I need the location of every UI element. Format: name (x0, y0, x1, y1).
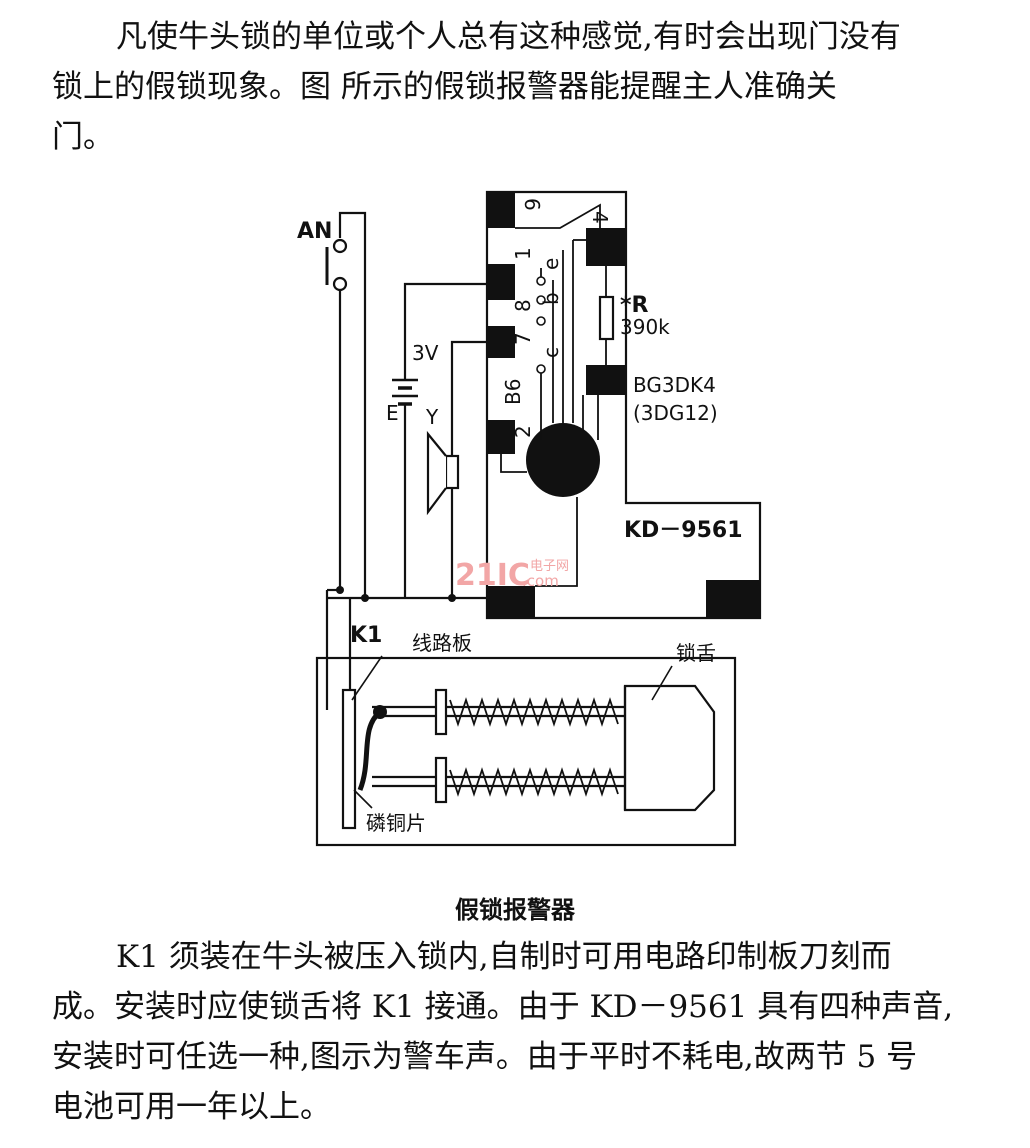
bolt-rods (372, 688, 625, 804)
pad-1 (487, 264, 515, 300)
an-contact-top (332, 238, 348, 254)
pad-r-bottom (586, 365, 626, 395)
resistor-r (598, 295, 615, 341)
label-transistor: BG3DK4 (633, 373, 716, 397)
pin-label-8: 8 (511, 299, 535, 312)
pad-bottom-left (487, 586, 535, 618)
label-phosphor-copper: 磷铜片 (366, 811, 426, 835)
circuit-board-plate (341, 688, 357, 830)
pin-e (536, 276, 546, 286)
speaker-cone (426, 430, 447, 516)
pin-label-c: c (539, 347, 563, 358)
watermark-main: 21IC (455, 558, 530, 593)
pin-label-b: b (539, 292, 563, 305)
pin-label-6: 6 (520, 198, 544, 211)
pin-label-e: e (539, 258, 563, 270)
leader-circuit-board (351, 655, 383, 701)
label-k1: K1 (350, 623, 382, 648)
pin-label-1: 1 (511, 247, 535, 260)
pad-7 (487, 326, 515, 358)
label-resistor: *R (620, 293, 649, 318)
body-line-2: 成。安装时应使锁舌将 K1 接通。由于 KD－9561 具有四种声音, (52, 989, 954, 1025)
ic-chip (526, 423, 600, 497)
pin-c (536, 364, 546, 374)
lock-bolt (623, 684, 716, 812)
label-bolt: 锁舌 (676, 641, 716, 665)
label-circuit-board: 线路板 (412, 631, 472, 655)
pad-bottom-right (706, 580, 760, 618)
lock-housing (315, 656, 737, 847)
body-line-3: 安装时可任选一种,图示为警车声。由于平时不耗电,故两节 5 号 (52, 1039, 918, 1075)
figure-caption: 假锁报警器 (455, 895, 575, 924)
leader-phosphor (353, 789, 373, 809)
label-speaker-y: Y (425, 405, 439, 429)
spring-lower (449, 767, 619, 797)
intro-line-3: 门。 (52, 119, 114, 155)
label-resistor-value: 390k (620, 315, 670, 339)
junction-dots (336, 586, 456, 602)
transistor-pins (536, 276, 546, 374)
pin-label-4: 4 (588, 211, 612, 224)
an-contact-bottom (332, 276, 348, 292)
pad-2 (487, 420, 515, 454)
pad-4 (586, 228, 626, 266)
phosphor-copper-strip (357, 710, 382, 791)
pad-6 (487, 192, 515, 228)
external-wires (325, 211, 487, 710)
label-b6: B6 (501, 379, 525, 405)
board-traces (500, 203, 601, 587)
intro-paragraph: 凡使牛头锁的单位或个人总有这种感觉,有时会出现门没有 锁上的假锁现象。图 所示的… (52, 12, 1002, 162)
label-transistor-alt: (3DG12) (633, 401, 718, 425)
label-battery-voltage: 3V (412, 341, 439, 365)
body-line-1: K1 须装在牛头被压入锁内,自制时可用电路印制板刀刻而 (116, 939, 892, 975)
watermark-com: .com (522, 572, 559, 590)
pin-b (536, 295, 546, 305)
intro-line-1: 凡使牛头锁的单位或个人总有这种感觉,有时会出现门没有 (116, 19, 901, 55)
label-an: AN (297, 219, 332, 244)
board-pads (487, 192, 760, 618)
watermark-logo: 21IC 电子网 .com (455, 558, 569, 593)
label-ic-name: KD－9561 (624, 518, 743, 543)
body-paragraph: K1 须装在牛头被压入锁内,自制时可用电路印制板刀刻而 成。安装时应使锁舌将 K… (52, 932, 1002, 1132)
watermark-cn: 电子网 (530, 559, 569, 574)
body-line-4: 电池可用一年以上。 (52, 1089, 331, 1125)
speaker-body (444, 454, 460, 490)
label-battery-e: E (386, 401, 399, 425)
pin-label-7: 7 (511, 332, 535, 345)
spring-upper (449, 697, 619, 727)
pin-c-upper (536, 316, 546, 326)
pin-label-2: 2 (511, 425, 535, 438)
intro-line-2: 锁上的假锁现象。图 所示的假锁报警器能提醒主人准确关 (52, 69, 837, 105)
